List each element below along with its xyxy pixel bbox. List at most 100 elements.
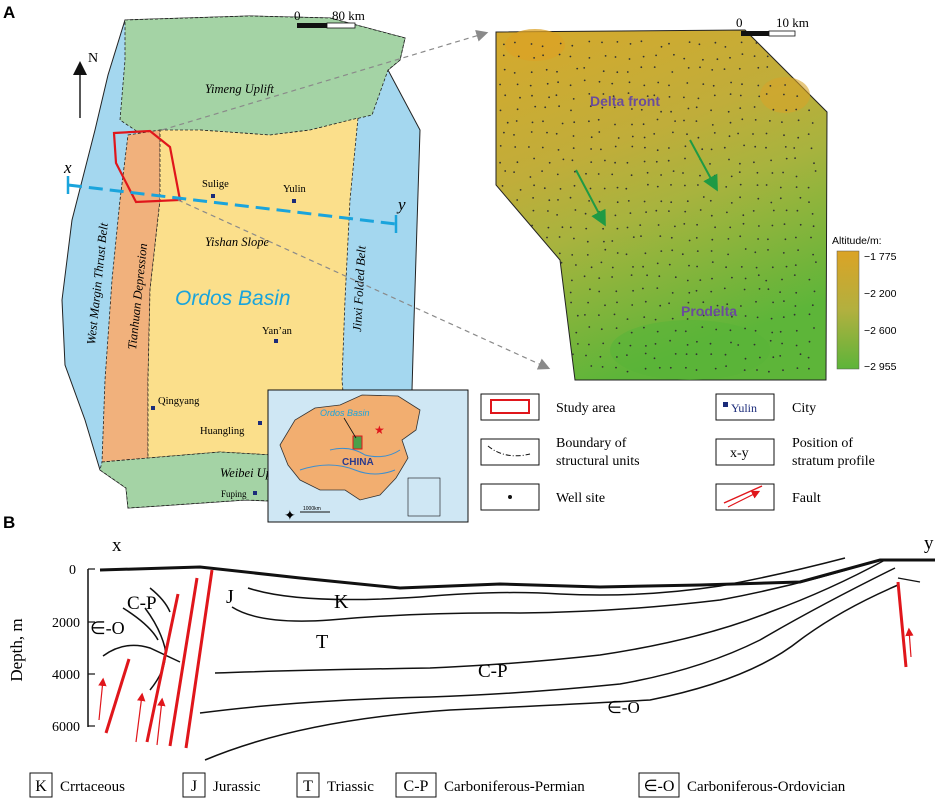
t-base-line bbox=[214, 559, 886, 674]
well-site-dot bbox=[684, 157, 686, 160]
well-site-dot bbox=[714, 226, 716, 229]
well-site-dot bbox=[583, 67, 586, 69]
well-site-dot bbox=[698, 43, 701, 46]
well-site-dot bbox=[744, 357, 747, 360]
well-site-dot bbox=[501, 185, 504, 187]
well-site-dot bbox=[653, 94, 656, 97]
well-site-dot bbox=[598, 200, 601, 203]
well-site-dot bbox=[532, 209, 535, 212]
well-site-dot bbox=[642, 123, 645, 126]
well-site-dot bbox=[602, 93, 605, 95]
well-site-dot bbox=[799, 196, 802, 199]
well-site-dot bbox=[701, 148, 704, 151]
well-site-dot bbox=[728, 158, 730, 161]
detail-area bbox=[495, 29, 828, 381]
well-site-dot bbox=[753, 343, 756, 346]
well-site-dot bbox=[727, 238, 730, 240]
well-site-dot bbox=[601, 366, 604, 368]
fault-arrow-2 bbox=[135, 692, 146, 743]
well-site-dot bbox=[515, 120, 518, 122]
well-site-dot bbox=[744, 248, 747, 250]
well-site-dot bbox=[588, 40, 591, 43]
well-site-dot bbox=[654, 343, 657, 345]
well-site-dot bbox=[713, 132, 716, 134]
well-site-dot bbox=[752, 133, 754, 135]
well-site-dot bbox=[655, 54, 657, 57]
well-site-dot bbox=[643, 136, 646, 139]
well-site-dot bbox=[688, 264, 690, 267]
altitude-colorbar bbox=[836, 250, 860, 370]
well-site-dot bbox=[660, 45, 663, 48]
detail-lowspot bbox=[610, 320, 770, 380]
inset-ordos-label: Ordos Basin bbox=[320, 408, 370, 418]
well-site-dot bbox=[575, 264, 577, 266]
well-site-dot bbox=[555, 94, 558, 97]
well-site-dot bbox=[615, 290, 618, 293]
well-site-dot bbox=[557, 149, 560, 151]
well-site-dot bbox=[711, 238, 714, 241]
well-site-dot bbox=[632, 266, 634, 268]
well-site-dot bbox=[695, 369, 698, 371]
well-site-dot bbox=[628, 81, 631, 84]
strata-box-eo bbox=[638, 772, 680, 798]
well-site-dot bbox=[686, 82, 689, 84]
detail-map: Delta front Prodelta 0 10 km Altitude/m:… bbox=[495, 15, 897, 381]
section-y-label: y bbox=[924, 533, 934, 554]
well-site-dot bbox=[529, 84, 532, 87]
left-block-base bbox=[144, 607, 167, 691]
well-site-dot bbox=[684, 184, 686, 187]
well-site-dot bbox=[709, 342, 712, 345]
well-site-dot bbox=[611, 240, 614, 242]
well-site-dot bbox=[686, 200, 689, 203]
well-site-dot bbox=[813, 290, 816, 293]
flow-arrow-2 bbox=[689, 139, 718, 192]
well-site-dot bbox=[794, 264, 797, 266]
legend-fault-arrow-icon bbox=[727, 490, 761, 508]
profile-line bbox=[67, 183, 397, 226]
well-site-dot bbox=[687, 301, 690, 304]
strata-name-eo: Carboniferous-Ordovician bbox=[687, 779, 846, 795]
well-site-dot bbox=[668, 96, 671, 98]
unit-label-cp-mid: C-P bbox=[478, 661, 508, 682]
strata-name-cp: Carboniferous-Permian bbox=[444, 779, 585, 795]
well-site-dot bbox=[710, 290, 713, 293]
inset-scale-label: 1000km bbox=[303, 506, 321, 512]
inset-pointer bbox=[343, 417, 357, 439]
well-site-dot bbox=[660, 200, 663, 203]
well-site-dot bbox=[599, 355, 602, 358]
well-site-dot bbox=[656, 118, 659, 121]
well-site-dot bbox=[711, 261, 714, 263]
well-site-dot bbox=[710, 250, 713, 252]
well-site-dot bbox=[784, 146, 787, 148]
profile-y-label: y bbox=[396, 195, 406, 214]
well-site-dot bbox=[499, 83, 501, 86]
well-site-dot bbox=[616, 186, 619, 189]
well-site-dot bbox=[503, 131, 505, 134]
well-site-dot bbox=[668, 42, 670, 45]
well-site-dot bbox=[683, 119, 685, 122]
cross-section: x y 0 2000 4000 6000 Depth, m bbox=[7, 533, 935, 761]
well-site-dot bbox=[587, 301, 589, 304]
well-site-dot bbox=[615, 366, 617, 369]
panel-b-label: B bbox=[3, 513, 15, 532]
well-site-dot bbox=[644, 300, 647, 303]
well-site-dot bbox=[626, 71, 629, 73]
well-site-dot bbox=[541, 146, 544, 149]
well-site-dot bbox=[533, 57, 535, 59]
fault-4 bbox=[184, 569, 214, 749]
well-site-dot bbox=[542, 120, 544, 123]
well-site-dot bbox=[558, 252, 561, 255]
well-site-dot bbox=[767, 288, 770, 291]
well-site-dot bbox=[795, 291, 798, 294]
strata-name-k: Crrtaceous bbox=[60, 779, 125, 795]
unit-label-cp-left: C-P bbox=[127, 593, 157, 614]
well-site-dot bbox=[598, 277, 601, 279]
well-site-dot bbox=[730, 341, 732, 344]
well-site-dot bbox=[656, 149, 659, 152]
legend-city-text: City bbox=[792, 401, 816, 416]
well-site-dot bbox=[783, 134, 785, 137]
well-site-dot bbox=[632, 289, 634, 292]
well-site-dot bbox=[726, 211, 728, 214]
well-site-dot bbox=[668, 147, 670, 149]
well-site-dot bbox=[558, 105, 560, 108]
